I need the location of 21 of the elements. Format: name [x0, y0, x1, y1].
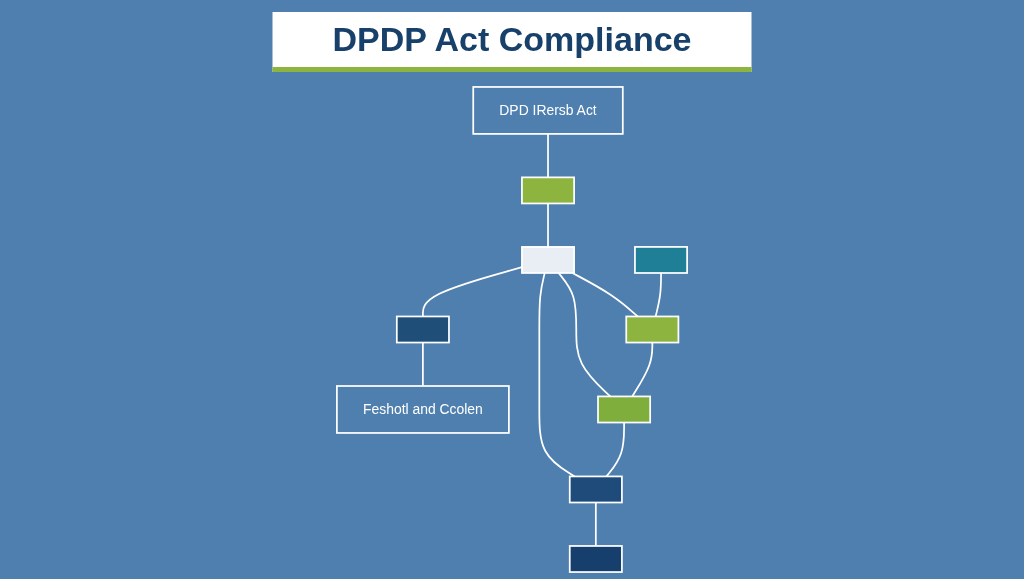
node-box [634, 246, 688, 274]
node-box [597, 395, 652, 424]
connector [605, 421, 625, 478]
node-box [625, 315, 680, 344]
title-banner: DPDP Act Compliance [272, 12, 752, 72]
node-box [568, 545, 623, 573]
connector [422, 341, 424, 387]
connector [557, 272, 612, 398]
node-box [521, 246, 575, 274]
node-box [521, 176, 575, 205]
node-box: Feshotl and Ccolen [336, 385, 510, 434]
connector [594, 501, 597, 547]
connector [571, 272, 639, 318]
connector [538, 272, 576, 478]
connector [547, 202, 549, 248]
connector [654, 272, 662, 318]
node-box [395, 315, 450, 344]
node-box [568, 475, 623, 504]
connector [547, 133, 549, 179]
node-box: DPD IRersb Act [472, 86, 624, 135]
connector [631, 341, 654, 398]
